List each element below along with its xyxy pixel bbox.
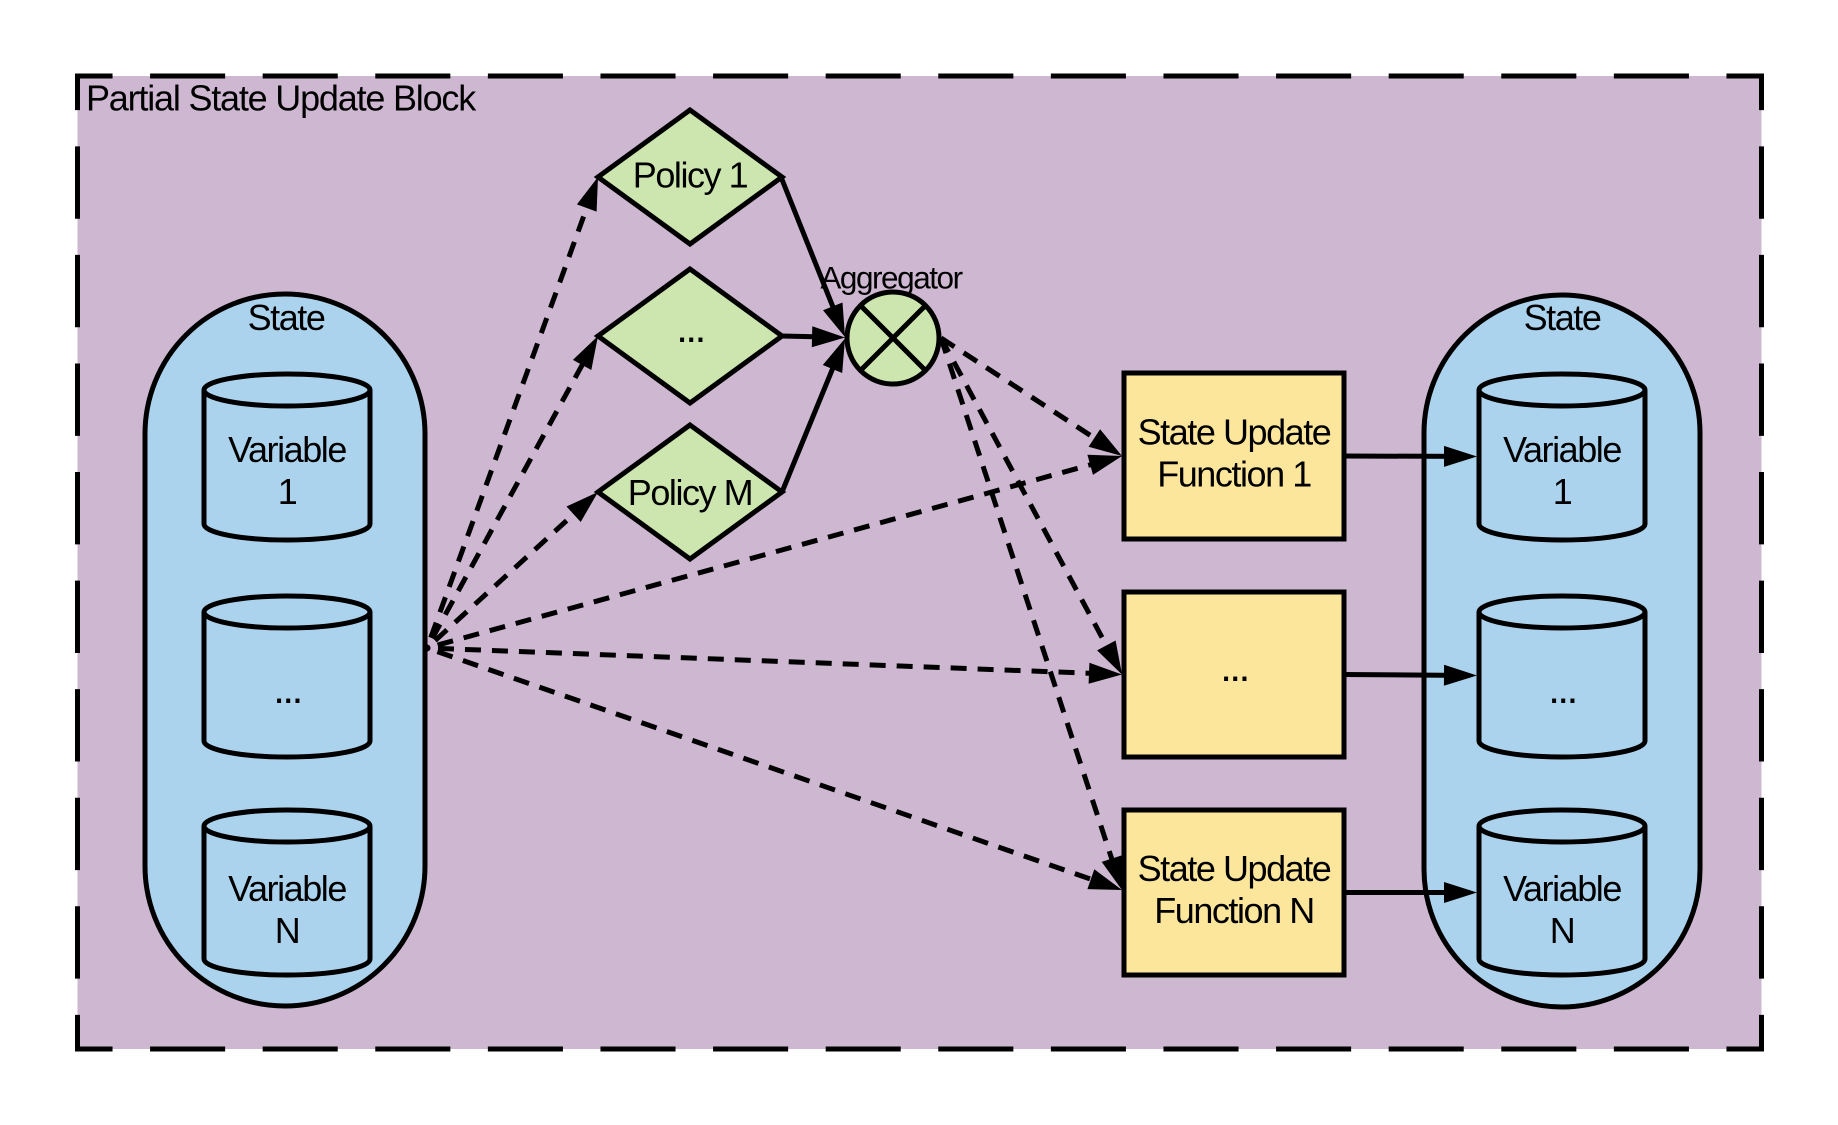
- svg-text:State: State: [1524, 297, 1601, 338]
- svg-text:Variable: Variable: [228, 868, 346, 909]
- svg-text:...: ...: [1548, 665, 1576, 712]
- svg-text:Partial State Update Block: Partial State Update Block: [86, 78, 477, 119]
- svg-text:Function N: Function N: [1154, 890, 1314, 931]
- svg-text:N: N: [275, 910, 300, 951]
- svg-text:Variable: Variable: [1503, 429, 1621, 470]
- svg-text:1: 1: [278, 471, 297, 512]
- svg-text:Function 1: Function 1: [1157, 454, 1311, 495]
- svg-text:Variable: Variable: [228, 429, 346, 470]
- svg-text:1: 1: [1553, 471, 1572, 512]
- svg-text:...: ...: [1220, 643, 1248, 690]
- svg-text:Policy 1: Policy 1: [633, 155, 748, 196]
- svg-text:...: ...: [676, 304, 704, 351]
- svg-text:Aggregator: Aggregator: [820, 260, 962, 296]
- svg-text:State Update: State Update: [1138, 848, 1331, 889]
- svg-text:State Update: State Update: [1138, 412, 1331, 453]
- svg-text:N: N: [1550, 910, 1575, 951]
- svg-text:Variable: Variable: [1503, 868, 1621, 909]
- svg-text:State: State: [248, 297, 325, 338]
- svg-text:...: ...: [273, 665, 301, 712]
- svg-text:Policy M: Policy M: [628, 472, 752, 513]
